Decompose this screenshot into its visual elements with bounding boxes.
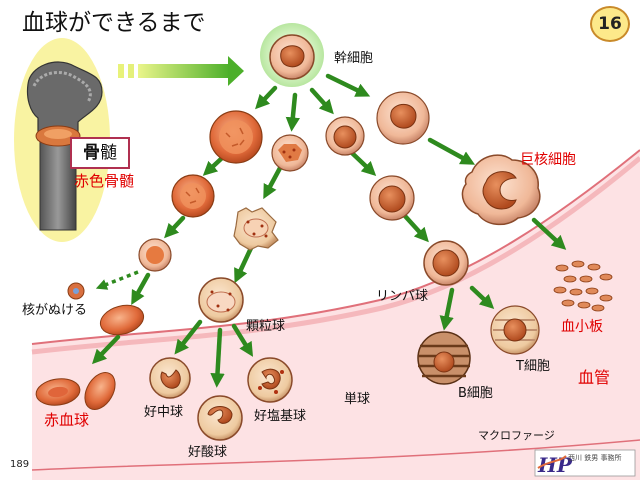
macrophage-label: マクロファージ bbox=[478, 429, 555, 442]
lineage-arrows bbox=[92, 73, 567, 388]
nucleus-expelled bbox=[67, 282, 85, 300]
platelet-label: 血小板 bbox=[561, 319, 603, 335]
enucleation-label: 核がぬける bbox=[22, 303, 88, 318]
erythroblast-1 bbox=[209, 110, 263, 164]
bone-marrow-bold: 骨 bbox=[83, 143, 100, 163]
megakaryocyte bbox=[461, 154, 541, 226]
bone-marrow-rest: 髄 bbox=[100, 143, 117, 163]
neutrophil bbox=[149, 357, 191, 399]
page-title: 血球ができるまで bbox=[22, 10, 206, 36]
eosinophil-label: 好酸球 bbox=[188, 445, 228, 460]
erythroblast-3 bbox=[138, 238, 172, 272]
blood-vessel-wall-top-inner bbox=[31, 156, 640, 355]
enucleation-arrow bbox=[95, 270, 139, 290]
lymphocyte bbox=[423, 240, 469, 286]
platelets bbox=[553, 260, 613, 312]
blood-vessel-wall-top bbox=[31, 149, 640, 345]
b-cell bbox=[417, 331, 471, 385]
stem-cell bbox=[260, 23, 324, 87]
stem-cell-label: 幹細胞 bbox=[334, 51, 374, 66]
megakaryoblast bbox=[376, 91, 430, 145]
bone-marrow-box: 骨髄 bbox=[70, 137, 130, 169]
neutrophil-label: 好中球 bbox=[144, 405, 184, 420]
page-badge: 16 bbox=[590, 6, 630, 42]
basophil bbox=[247, 357, 293, 403]
reticulocyte bbox=[99, 304, 145, 336]
t-cell bbox=[490, 305, 540, 355]
monocyte-label: 単球 bbox=[344, 392, 371, 407]
b-cell-label: B細胞 bbox=[458, 386, 493, 401]
basophil-label: 好塩基球 bbox=[254, 409, 307, 424]
rbc-label: 赤血球 bbox=[44, 411, 90, 429]
input-arrow bbox=[118, 56, 244, 86]
publisher-logo: HP bbox=[534, 449, 636, 477]
red-blood-cells bbox=[35, 372, 116, 410]
t-cell-label: T細胞 bbox=[516, 359, 550, 374]
lymphoid-progenitor bbox=[325, 116, 365, 156]
page-number: 189 bbox=[10, 459, 30, 470]
red-marrow-label: 赤色骨髄 bbox=[74, 172, 135, 190]
granulocyte bbox=[198, 277, 244, 323]
publisher-logo-text: 西川 鉄男 事務所 bbox=[568, 454, 622, 462]
myeloblast bbox=[271, 134, 309, 172]
megakaryocyte-label: 巨核細胞 bbox=[520, 152, 576, 168]
bone-illustration bbox=[14, 38, 110, 242]
lymphocyte-label: リンパ球 bbox=[376, 289, 429, 304]
granulocyte-label: 顆粒球 bbox=[246, 319, 286, 334]
eosinophil bbox=[197, 395, 243, 441]
lymphoblast bbox=[369, 175, 415, 221]
erythroblast-2 bbox=[171, 174, 215, 218]
blood-vessel-label: 血管 bbox=[578, 368, 611, 387]
blood-vessel-wall-bottom bbox=[31, 439, 640, 471]
promyelocyte bbox=[233, 207, 279, 251]
